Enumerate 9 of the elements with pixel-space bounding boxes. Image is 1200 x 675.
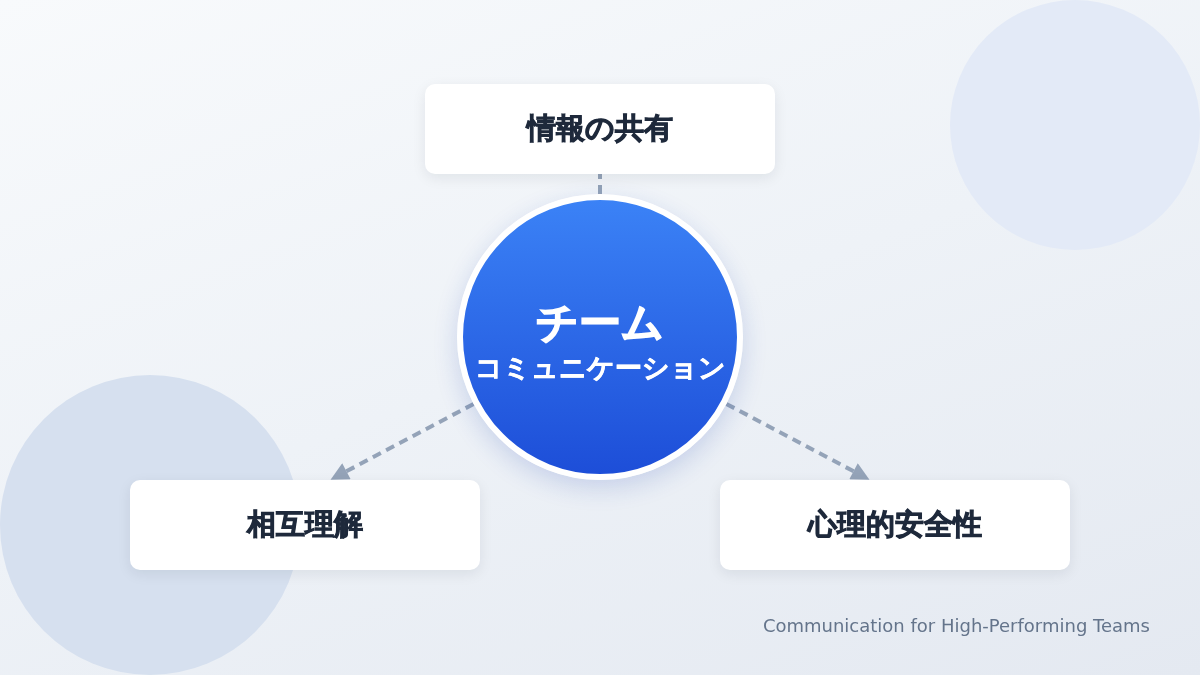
topic-box: 相互理解 (130, 480, 480, 570)
caption: Communication for High-Performing Teams (762, 615, 1150, 636)
arrow (330, 402, 475, 480)
hub-title: チーム (536, 296, 664, 349)
topic-box: 情報の共有 (425, 84, 775, 174)
arrow (725, 402, 870, 480)
topic-box: 心理的安全性 (720, 480, 1070, 570)
connector-line (598, 174, 602, 194)
hub-subtitle: コミュニケーション (474, 351, 726, 386)
